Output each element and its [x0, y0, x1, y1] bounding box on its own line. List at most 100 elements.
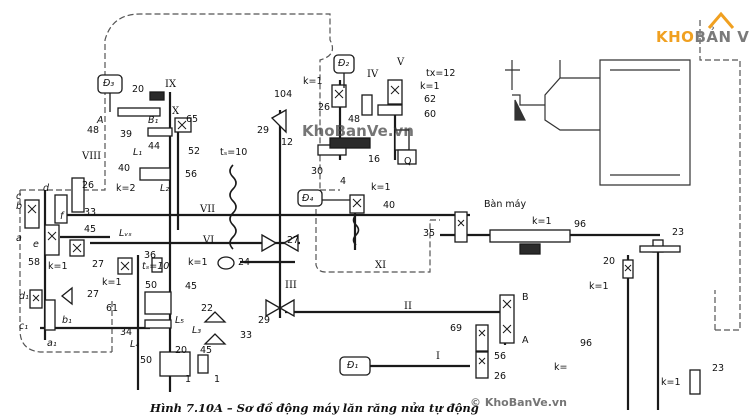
motor-d1-label: Đ₁ [347, 360, 359, 371]
brand-house-icon [707, 11, 735, 29]
label-k-b: k= [554, 362, 568, 373]
worm-wheels [217, 129, 681, 270]
label-61: 61 [106, 303, 119, 314]
gears [24, 79, 701, 395]
label-60: 60 [424, 109, 437, 120]
letter-A: A [97, 115, 104, 126]
shaft-vii-label: VII [200, 204, 216, 215]
letter-c1: c₁ [19, 321, 29, 332]
label-23: 23 [672, 227, 685, 238]
shaft-iv-label: IV [367, 69, 379, 80]
shaft-v-label: V [397, 57, 405, 68]
brand-logo: KHOBẢN VẼ [656, 28, 750, 46]
letter-b1: b₁ [62, 315, 72, 326]
label-26-d2: 26 [318, 102, 331, 113]
letter-L5: L₅ [175, 315, 185, 326]
letter-d: d [43, 183, 50, 194]
label-26-b: 26 [494, 371, 507, 382]
label-A: A [522, 335, 529, 346]
label-4: 4 [340, 176, 347, 187]
label-lvs: Lᵥₛ [119, 228, 132, 239]
letter-f: f [60, 211, 64, 222]
leadscrew-ts-top [229, 164, 237, 250]
label-Q: Q [404, 156, 412, 167]
label-36: 36 [144, 250, 157, 261]
label-30: 30 [311, 166, 324, 177]
label-B: B [522, 292, 529, 303]
label-40-l: 40 [118, 163, 131, 174]
shaft-vi-label: VI [203, 235, 215, 246]
label-69: 69 [450, 323, 463, 334]
label-33-b: 33 [240, 330, 253, 341]
gear-crosses [27, 85, 632, 365]
letter-L1: L₁ [133, 147, 143, 158]
letter-L3: L₃ [192, 325, 202, 336]
label-35: 35 [423, 228, 436, 239]
bevel-gears [60, 108, 299, 345]
label-45-b: 45 [185, 281, 198, 292]
label-k1-h: k=1 [102, 277, 122, 288]
label-40-d4: 40 [383, 200, 396, 211]
label-k1-r: k=1 [589, 281, 609, 292]
motor-d3-label: Đ₃ [103, 78, 115, 89]
label-48-m: 48 [348, 114, 361, 125]
label-ts10: tₛ=10 [220, 147, 248, 158]
shaft-x-label: X [172, 106, 180, 117]
label-96-b: 96 [580, 338, 593, 349]
shaft-ii-label: II [404, 301, 412, 312]
motor-d4-label: Đ₄ [302, 193, 314, 204]
label-26-l: 26 [82, 180, 95, 191]
label-k1-e: k=1 [48, 261, 68, 272]
label-56: 56 [185, 169, 198, 180]
watermark-footer: © KhoBanVe.vn [470, 396, 567, 409]
label-27-e: 27 [92, 259, 105, 270]
label-62: 62 [424, 94, 437, 105]
label-tx12: tx=12 [426, 68, 456, 79]
label-96: 96 [574, 219, 587, 230]
label-20-r: 20 [603, 256, 616, 267]
letter-e: e [33, 239, 39, 250]
watermark-center: KhoBanVe.vn [302, 122, 414, 140]
motor-d1 [339, 356, 380, 376]
machine-column [505, 59, 691, 186]
shaft-ix-label: IX [165, 79, 177, 90]
label-33: 33 [84, 207, 97, 218]
brand-part2: BẢN VẼ [694, 28, 750, 46]
letter-L2: L₂ [160, 183, 170, 194]
label-29-b: 29 [258, 315, 271, 326]
letter-a: a [16, 233, 22, 244]
label-50-a: 50 [145, 280, 158, 291]
label-27-d1: 27 [87, 289, 100, 300]
motor-d2-label: Đ₂ [338, 58, 350, 69]
label-45-top: 45 [84, 224, 97, 235]
label-27-vi: 27 [287, 235, 300, 246]
label-48-a: 48 [87, 125, 100, 136]
brand-part1: KHO [656, 28, 695, 46]
letter-d1: d₁ [19, 291, 29, 302]
label-65: 65 [186, 114, 199, 125]
label-24: 24 [238, 257, 251, 268]
label-1-a: 1 [185, 374, 192, 385]
label-56-b: 56 [494, 351, 507, 362]
label-44: 44 [148, 141, 161, 152]
label-52: 52 [188, 146, 201, 157]
label-29-top: 29 [257, 125, 270, 136]
label-k1-v: k=1 [420, 81, 440, 92]
leadscrew-xi [352, 214, 360, 246]
motor-d2 [333, 54, 355, 88]
label-k2: k=2 [116, 183, 136, 194]
label-22: 22 [201, 303, 214, 314]
lead-screws [229, 164, 360, 250]
shaft-iii-label: III [285, 280, 297, 291]
label-k1-d4: k=1 [371, 182, 391, 193]
label-50-b: 50 [140, 355, 153, 366]
label-k1-vi: k=1 [188, 257, 208, 268]
shaft-i-label: I [436, 351, 440, 362]
motors [97, 54, 380, 376]
label-23-b: 23 [712, 363, 725, 374]
label-58: 58 [28, 257, 41, 268]
letter-L4: L₄ [130, 339, 140, 350]
label-k1-ban: k=1 [532, 216, 552, 227]
label-39: 39 [120, 129, 133, 140]
